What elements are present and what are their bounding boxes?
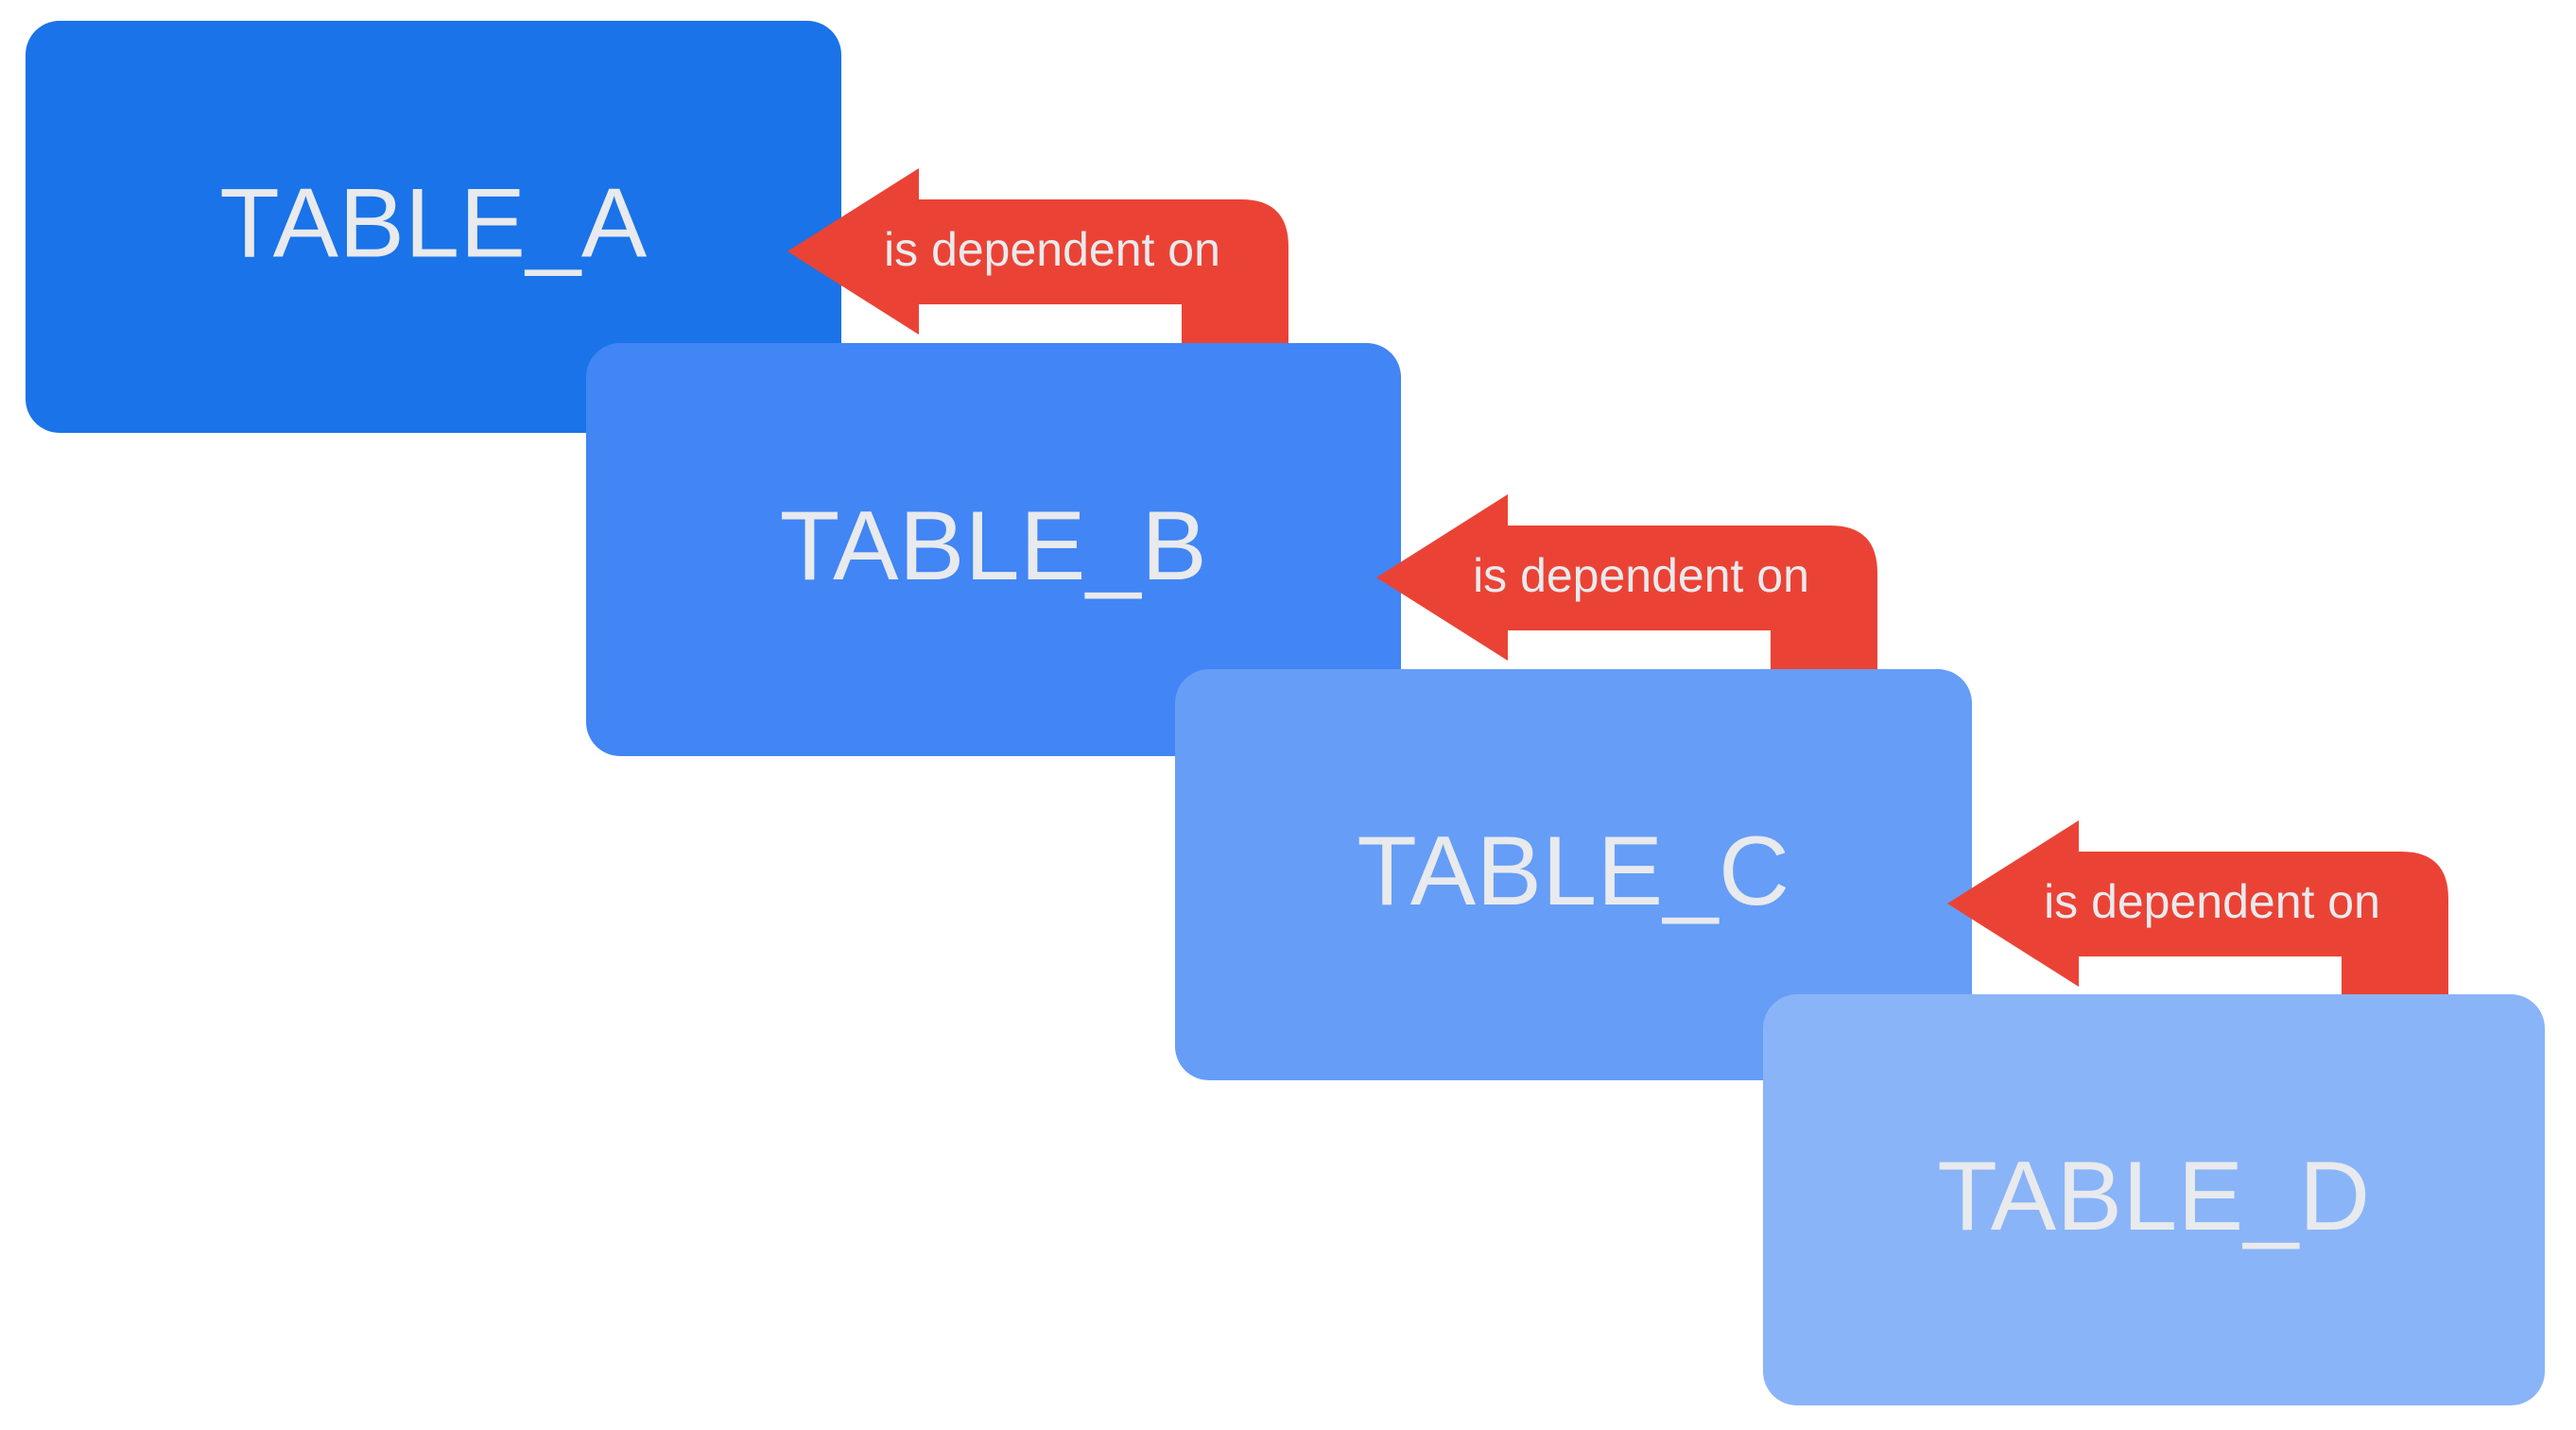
- node-table-b-label: TABLE_B: [780, 491, 1207, 601]
- node-table-d[interactable]: TABLE_D: [1763, 994, 2545, 1405]
- edge-b-c-label: is dependent on: [1473, 549, 1809, 602]
- node-table-d-label: TABLE_D: [1937, 1142, 2370, 1251]
- node-table-c-label: TABLE_C: [1357, 817, 1789, 926]
- edge-c-d-label: is dependent on: [2044, 875, 2380, 928]
- node-table-a-label: TABLE_A: [219, 168, 648, 278]
- edge-c-d[interactable]: is dependent on: [1947, 820, 2448, 1011]
- edge-a-b-label: is dependent on: [884, 223, 1220, 276]
- edge-c-d-arrow[interactable]: [1947, 820, 2448, 1011]
- edge-b-c[interactable]: is dependent on: [1376, 494, 1877, 685]
- edge-a-b-arrow[interactable]: [787, 168, 1288, 359]
- edge-a-b[interactable]: is dependent on: [787, 168, 1288, 359]
- node-table-c[interactable]: TABLE_C: [1175, 669, 1972, 1080]
- node-table-a[interactable]: TABLE_A: [26, 21, 841, 433]
- node-table-c-shape[interactable]: [1175, 669, 1972, 1080]
- node-table-a-shape[interactable]: [26, 21, 841, 433]
- node-table-b[interactable]: TABLE_B: [586, 343, 1401, 756]
- node-table-b-shape[interactable]: [586, 343, 1401, 756]
- node-table-d-shape[interactable]: [1763, 994, 2545, 1405]
- edge-b-c-arrow[interactable]: [1376, 494, 1877, 685]
